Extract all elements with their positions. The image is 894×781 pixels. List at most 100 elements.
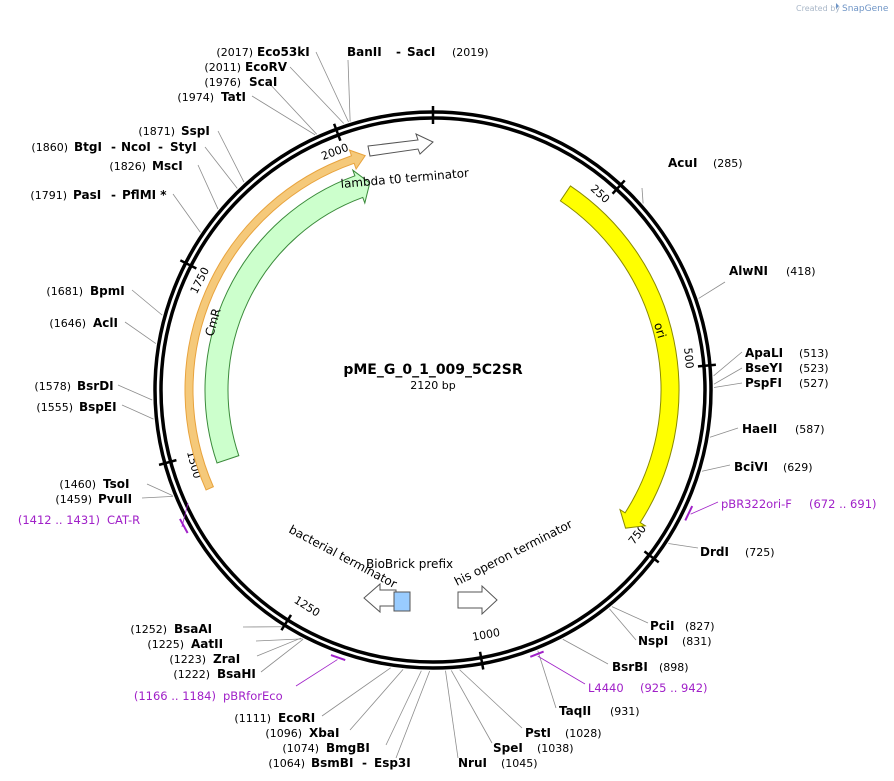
site-aatii[interactable]: AatII	[191, 637, 223, 651]
biobrick-prefix-box[interactable]	[393, 591, 411, 612]
site-bsrdi[interactable]: BsrDI	[77, 379, 114, 393]
site-leader-line	[146, 483, 173, 496]
site-leader-line	[124, 321, 157, 344]
primer-marker[interactable]	[529, 650, 544, 658]
site-ecori[interactable]: EcoRI	[278, 711, 315, 725]
site-pvuii[interactable]: PvuII	[98, 492, 132, 506]
site-acui-position: (285)	[713, 157, 743, 170]
site-alwni-position: (418)	[786, 265, 816, 278]
tick-mark	[611, 179, 626, 195]
site-bcivi[interactable]: BciVI	[734, 460, 768, 474]
tick-label: 1000	[471, 626, 501, 644]
tick-mark	[643, 550, 660, 564]
site-msci-position: (1826)	[109, 160, 146, 173]
ori-feature-arrow[interactable]	[559, 185, 680, 529]
site-leader-line	[121, 404, 154, 420]
snapgene-logo-icon	[836, 3, 839, 9]
site-zrai-position: (1223)	[169, 653, 206, 666]
site-nrui[interactable]: NruI	[458, 756, 487, 770]
site-bsahi[interactable]: BsaHI	[217, 667, 256, 681]
his-operon-terminator-arrow[interactable]	[457, 584, 498, 616]
site-pcii[interactable]: PciI	[650, 619, 675, 633]
tick-mark	[478, 651, 485, 670]
site-bsmbi[interactable]: BsmBI	[311, 756, 353, 770]
tick-label: 1250	[292, 594, 323, 620]
site-bspei-position: (1555)	[36, 401, 73, 414]
site-pasi[interactable]: PasI	[73, 188, 101, 202]
site-esp3i[interactable]: Esp3I	[374, 756, 411, 770]
site-separator: -	[111, 140, 116, 154]
site-leader-line	[141, 495, 173, 499]
site-tati-position: (1974)	[177, 91, 214, 104]
primer-cat-r[interactable]: CAT-R	[107, 513, 140, 527]
site-zrai[interactable]: ZraI	[213, 652, 240, 666]
site-bspei[interactable]: BspEI	[79, 400, 117, 414]
site-ecorv[interactable]: EcoRV	[245, 60, 288, 74]
site-ncoi[interactable]: NcoI	[121, 140, 151, 154]
site-leader-line	[713, 382, 743, 388]
biobrick-prefix-label: BioBrick prefix	[366, 557, 453, 571]
site-tsoi[interactable]: TsoI	[103, 477, 129, 491]
leader-lines	[117, 51, 743, 759]
site-leader-line	[709, 427, 739, 438]
site-tati[interactable]: TatI	[221, 90, 246, 104]
site-nspi[interactable]: NspI	[638, 634, 668, 648]
site-bsrbi[interactable]: BsrBI	[612, 660, 648, 674]
tick-mark	[158, 458, 177, 467]
primer-pbrforeco[interactable]: pBRforEco	[223, 689, 283, 703]
site-pcii-position: (827)	[685, 620, 715, 633]
site-btgi-position: (1860)	[31, 141, 68, 154]
site-drdi[interactable]: DrdI	[700, 545, 729, 559]
site-alwni[interactable]: AlwNI	[729, 264, 768, 278]
site-eco53ki[interactable]: Eco53kI	[257, 45, 310, 59]
site-taqii[interactable]: TaqII	[559, 704, 591, 718]
site-drdi-position: (725)	[745, 546, 775, 559]
primer-leader-line	[295, 659, 338, 687]
site-xbai[interactable]: XbaI	[309, 726, 339, 740]
site-banii[interactable]: BanII	[347, 45, 382, 59]
site-leader-line	[349, 669, 404, 731]
primer-marker[interactable]	[179, 518, 189, 534]
site-haeii[interactable]: HaeII	[742, 422, 777, 436]
site-separator: -	[158, 140, 163, 154]
site-saci[interactable]: SacI	[407, 45, 435, 59]
cmr-orange-outline[interactable]	[184, 149, 366, 491]
site-ecori-position: (1111)	[234, 712, 271, 725]
primer-pbr322ori-f-range: (672 .. 691)	[809, 497, 877, 511]
bacterial-terminator-arrow[interactable]	[363, 582, 397, 614]
site-bpmi[interactable]: BpmI	[90, 284, 125, 298]
site-bmgbi[interactable]: BmgBI	[326, 741, 370, 755]
site-acui[interactable]: AcuI	[668, 156, 697, 170]
site-sspi[interactable]: SspI	[181, 124, 210, 138]
primer-cat-r-range: (1412 .. 1431)	[18, 513, 100, 527]
site-spei[interactable]: SpeI	[493, 741, 523, 755]
left-site-labels: (2017) Eco53kI (2011) EcoRV (1976) ScaI …	[30, 45, 410, 770]
lambda-t0-terminator-label: lambda t0 terminator	[340, 166, 470, 191]
site-bsmbi-position: (1064)	[268, 757, 305, 770]
site-pspfi[interactable]: PspFI	[745, 376, 782, 390]
site-bseyi[interactable]: BseYI	[745, 361, 783, 375]
site-styi[interactable]: StyI	[170, 140, 197, 154]
site-acli[interactable]: AclI	[93, 316, 118, 330]
cmr-feature-arrow[interactable]	[204, 168, 371, 464]
primer-marker[interactable]	[684, 505, 694, 521]
site-leader-line	[204, 146, 238, 189]
site-bsaai[interactable]: BsaAI	[174, 622, 212, 636]
site-leader-line	[668, 543, 699, 549]
site-pflmi[interactable]: PflMI *	[122, 188, 167, 202]
primer-l4440[interactable]: L4440	[588, 681, 624, 695]
lambda-t0-terminator-arrow[interactable]	[367, 133, 434, 157]
site-scai[interactable]: ScaI	[249, 75, 277, 89]
site-leader-line	[321, 667, 391, 717]
features	[184, 149, 680, 529]
site-psti[interactable]: PstI	[525, 726, 551, 740]
primer-pbr322ori-f[interactable]: pBR322ori-F	[721, 497, 792, 511]
site-btgi[interactable]: BtgI	[74, 140, 102, 154]
site-msci[interactable]: MscI	[152, 159, 183, 173]
site-apali[interactable]: ApaLI	[745, 346, 783, 360]
site-leader-line	[347, 59, 351, 122]
primer-marker[interactable]	[330, 654, 346, 662]
site-spei-position: (1038)	[537, 742, 574, 755]
primer-leader-line	[690, 501, 719, 515]
site-leader-line	[260, 638, 304, 673]
